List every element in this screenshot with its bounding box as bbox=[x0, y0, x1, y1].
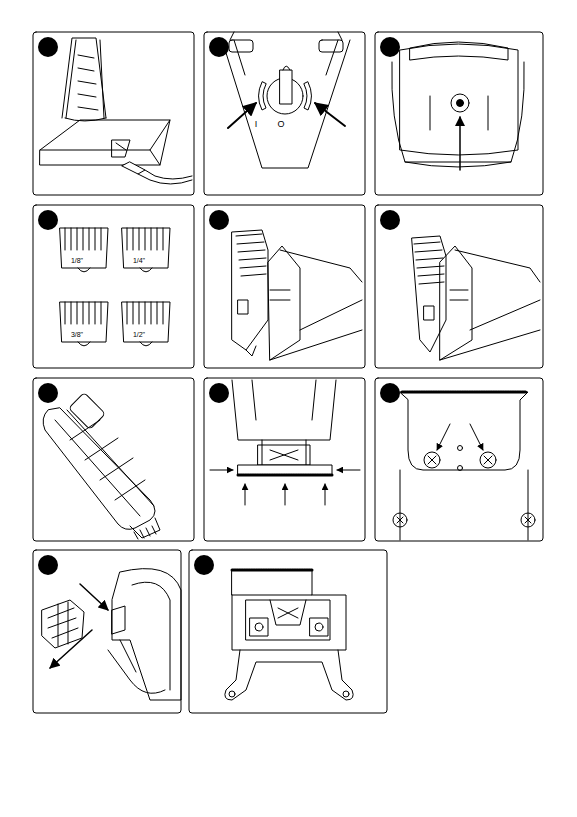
switch-label: O bbox=[276, 120, 285, 129]
comb-size: 3/8" bbox=[70, 331, 84, 338]
switch-label: I bbox=[254, 120, 259, 129]
comb-size: 1/8" bbox=[70, 257, 84, 264]
comb-size: 1/4" bbox=[132, 257, 146, 264]
comb-size: 1/2" bbox=[132, 331, 146, 338]
